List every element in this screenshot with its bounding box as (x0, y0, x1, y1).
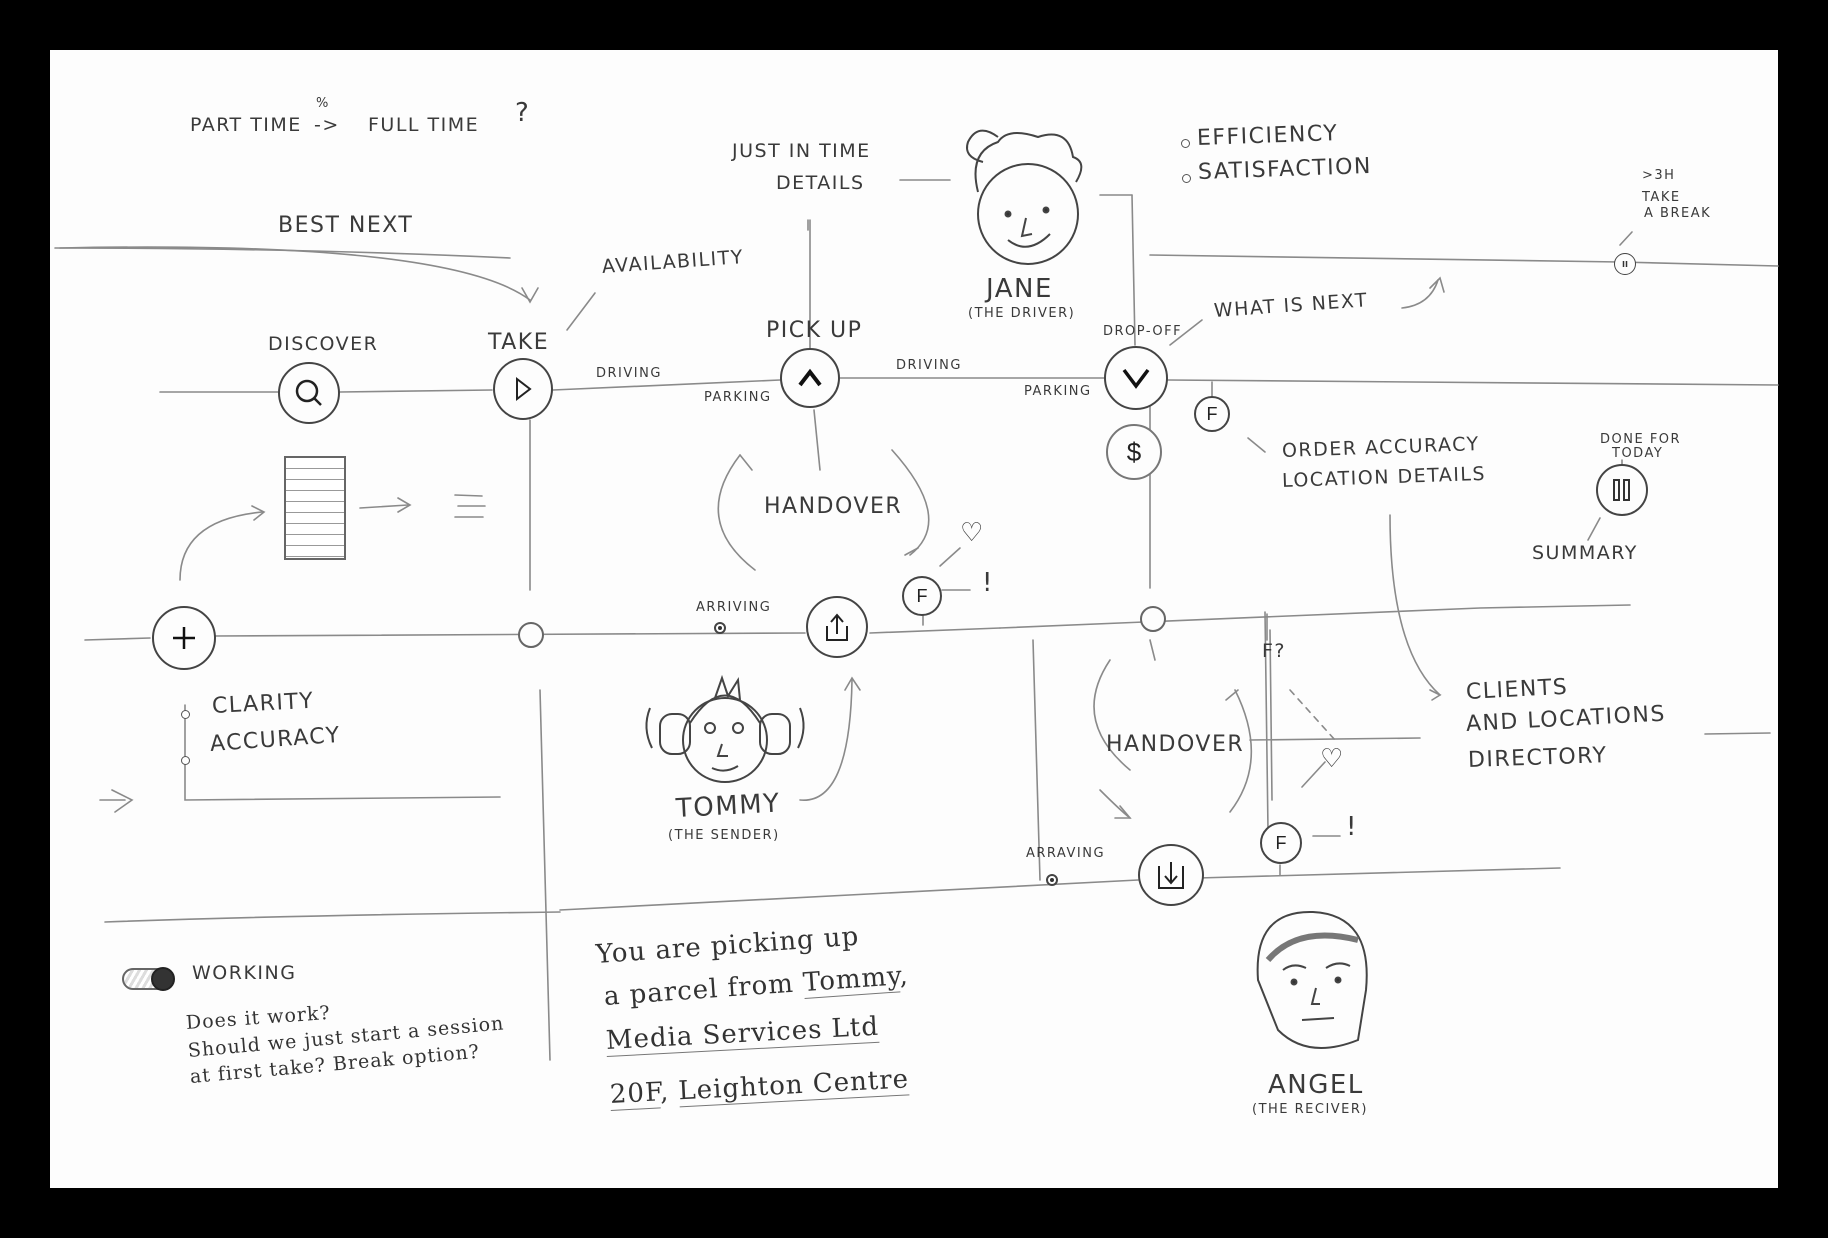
tommy-name: TOMMY (675, 788, 782, 824)
floor-link[interactable]: 20F (609, 1077, 661, 1111)
percent-label: % (316, 96, 330, 111)
part-time-label: PART TIME (190, 114, 302, 136)
a-break-label: A BREAK (1644, 206, 1712, 221)
upload-icon (826, 613, 848, 641)
bullet-icon (181, 710, 190, 719)
tommy-avatar (645, 674, 805, 783)
heart-icon[interactable]: ♡ (960, 518, 985, 548)
send-parcel-button[interactable] (806, 596, 868, 658)
clients-label: CLIENTS (1465, 674, 1569, 705)
clarity-label: CLARITY (211, 688, 315, 719)
heart-icon[interactable]: ♡ (1320, 744, 1345, 774)
check-circle-icon (1140, 606, 1166, 632)
plus-icon (173, 627, 195, 649)
handover-label-1: HANDOVER (764, 494, 903, 519)
feedback-f-icon: F (916, 585, 928, 606)
arriving-dot-icon (1046, 874, 1058, 886)
today-label: TODAY (1612, 446, 1664, 461)
angel-role: (THE RECIVER) (1252, 1102, 1369, 1117)
exclaim-icon[interactable]: ! (982, 568, 994, 598)
feedback-button-driver[interactable]: F (1194, 396, 1230, 432)
jane-name: JANE (986, 274, 1053, 304)
handover-label-2: HANDOVER (1106, 732, 1245, 757)
just-in-time-label: JUST IN TIME (732, 140, 871, 162)
take-label: TAKE (1642, 190, 1681, 205)
details-label: DETAILS (776, 172, 865, 194)
feedback-button-sender[interactable]: F (902, 576, 942, 616)
driving-label-1: DRIVING (596, 366, 662, 381)
f-question-label: F? (1262, 640, 1287, 662)
receive-parcel-button[interactable] (1138, 844, 1204, 906)
tommy-role: (THE SENDER) (668, 828, 780, 843)
download-icon (1158, 862, 1184, 889)
take-step-label: TAKE (488, 330, 550, 355)
check-circle-icon (518, 622, 544, 648)
arriving-dot-icon (714, 622, 726, 634)
break-pause-icon[interactable] (1614, 253, 1636, 275)
angel-name: ANGEL (1268, 1070, 1364, 1100)
search-icon (295, 379, 322, 406)
driving-label-2: DRIVING (896, 358, 962, 373)
toggle-knob (151, 967, 175, 991)
done-for-label: DONE FOR (1600, 432, 1682, 447)
document-icon[interactable] (284, 456, 346, 560)
message-text: , (659, 1076, 680, 1108)
question-mark: ? (515, 98, 531, 128)
message-text: , (898, 960, 910, 992)
sketch-paper (50, 50, 1778, 1188)
add-button[interactable] (152, 606, 216, 670)
play-icon (516, 376, 532, 402)
angel-avatar (1256, 910, 1368, 1049)
parking-label-2: PARKING (1024, 384, 1092, 399)
best-next-label: BEST NEXT (278, 213, 414, 238)
bullet-icon (181, 756, 190, 765)
parking-label-1: PARKING (704, 390, 772, 405)
pause-icon (1613, 479, 1630, 501)
chevron-up-icon (798, 368, 822, 387)
jane-avatar (966, 129, 1083, 265)
arriving-label-1: ARRIVING (696, 600, 772, 615)
over-3h-label: >3H (1642, 168, 1676, 183)
bullet-icon (1181, 139, 1190, 148)
arrow-right-icon: -> (314, 114, 340, 136)
pickup-button[interactable] (780, 348, 840, 408)
directory-label: DIRECTORY (1467, 743, 1608, 773)
dropoff-button[interactable] (1104, 346, 1168, 410)
take-button[interactable] (493, 358, 553, 420)
bullet-icon (1182, 174, 1191, 183)
exclaim-icon[interactable]: ! (1346, 812, 1358, 842)
working-label: WORKING (192, 962, 297, 984)
working-toggle[interactable] (122, 967, 175, 991)
chevron-down-icon (1122, 368, 1150, 389)
dropoff-label: DROP-OFF (1103, 324, 1183, 339)
discover-label: DISCOVER (268, 333, 379, 355)
summary-label: SUMMARY (1532, 542, 1638, 564)
pickup-label: PICK UP (766, 318, 863, 343)
efficiency-label: EFFICIENCY (1196, 121, 1339, 151)
feedback-f-icon: F (1206, 403, 1218, 424)
dollar-icon: $ (1126, 436, 1142, 467)
done-for-today-button[interactable] (1596, 464, 1648, 516)
jane-role: (THE DRIVER) (968, 306, 1076, 321)
feedback-f-icon: F (1275, 832, 1287, 853)
full-time-label: FULL TIME (368, 114, 480, 136)
arriving-label-2: ARRAVING (1026, 846, 1106, 861)
feedback-button-receiver[interactable]: F (1260, 822, 1302, 864)
payment-button[interactable]: $ (1106, 424, 1162, 480)
discover-button[interactable] (278, 362, 340, 424)
